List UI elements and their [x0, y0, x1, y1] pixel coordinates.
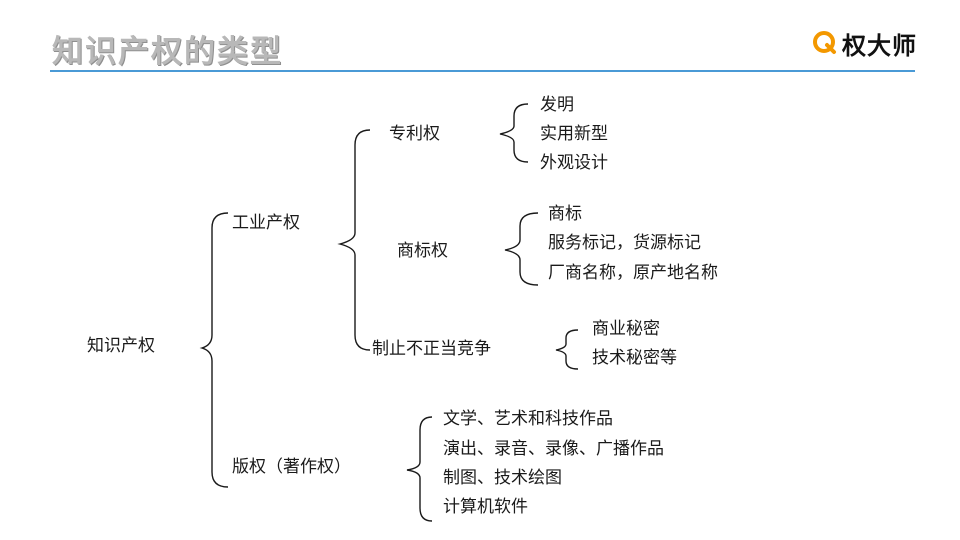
patent-item: 外观设计: [540, 153, 608, 173]
brand-logo: 权大师: [812, 27, 917, 60]
brace-unfair: [555, 329, 579, 370]
patent-item: 发明: [540, 95, 574, 115]
trademark-item: 商标: [548, 204, 582, 224]
copyright-item: 制图、技术绘图: [443, 468, 562, 488]
brace-trademark: [504, 212, 539, 286]
patent-node: 专利权: [389, 124, 440, 144]
copyright-item: 计算机软件: [443, 497, 528, 517]
title-underline: [50, 70, 915, 72]
brace-root: [199, 212, 229, 488]
trademark-item: 服务标记，货源标记: [548, 233, 701, 253]
copyright-item: 演出、录音、录像、广播作品: [443, 439, 664, 459]
unfair-item: 商业秘密: [592, 319, 660, 339]
unfair-item: 技术秘密等: [592, 348, 677, 368]
unfair-competition-node: 制止不正当竞争: [372, 339, 491, 359]
brace-patent: [499, 103, 529, 163]
trademark-node: 商标权: [397, 241, 448, 261]
trademark-item: 厂商名称，原产地名称: [548, 263, 718, 283]
industrial-node: 工业产权: [232, 213, 300, 233]
q-logo-icon: [813, 31, 836, 54]
logo-text: 权大师: [842, 31, 917, 60]
brace-copyright: [406, 416, 433, 522]
patent-item: 实用新型: [540, 124, 608, 144]
page-title: 知识产权的类型: [52, 34, 283, 70]
root-node: 知识产权: [87, 336, 155, 356]
copyright-item: 文学、艺术和科技作品: [443, 409, 613, 429]
brace-industrial: [337, 129, 371, 351]
copyright-node: 版权（著作权）: [232, 457, 351, 477]
